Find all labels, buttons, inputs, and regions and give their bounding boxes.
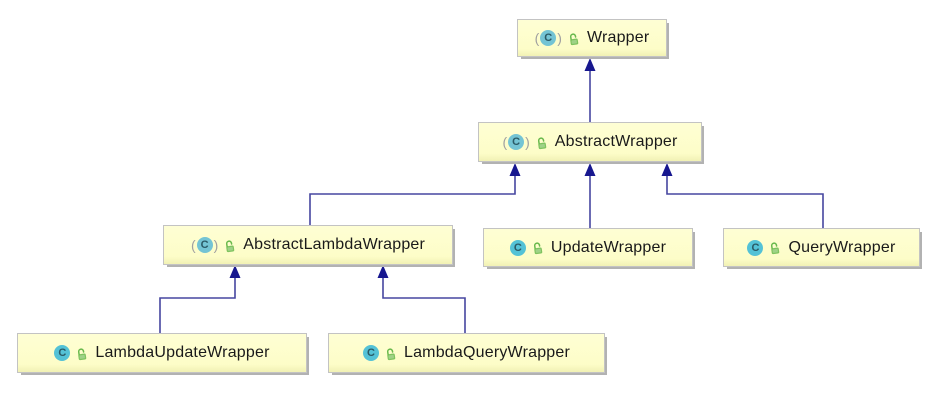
class-icon: C — [509, 239, 526, 256]
inheritance-edge-abstract-wrapper-to-wrapper — [584, 58, 596, 122]
abstract-paren-left: ( — [190, 237, 196, 253]
class-name-label: AbstractLambdaWrapper — [243, 236, 426, 253]
class-icon: C — [747, 239, 764, 256]
inheritance-arrowhead — [584, 163, 596, 176]
class-node-abstract-wrapper[interactable]: (C) AbstractWrapper — [478, 122, 702, 162]
abstract-class-icon: (C) — [191, 237, 218, 253]
inheritance-edge-lambda-update-wrapper-to-abstract-lambda-wrapper — [159, 265, 241, 333]
class-letter: C — [362, 345, 379, 361]
class-node-abstract-lambda-wrapper[interactable]: (C) AbstractLambdaWrapper — [163, 225, 453, 265]
unlock-icon — [537, 136, 547, 149]
unlock-icon — [78, 347, 87, 360]
class-icon: C — [54, 345, 71, 361]
inheritance-edge-update-wrapper-to-abstract-wrapper — [584, 163, 596, 228]
abstract-paren-right: ) — [213, 237, 219, 253]
unlock-icon — [569, 32, 579, 45]
abstract-paren-right: ) — [525, 134, 530, 150]
unlock-icon — [226, 239, 235, 252]
abstract-paren-left: ( — [534, 30, 540, 46]
abstract-paren-left: ( — [502, 134, 508, 150]
class-node-update-wrapper[interactable]: C UpdateWrapper — [483, 228, 693, 267]
class-letter: C — [508, 134, 525, 150]
inheritance-arrowhead — [661, 163, 673, 176]
class-node-lambda-update-wrapper[interactable]: C LambdaUpdateWrapper — [17, 333, 307, 373]
abstract-class-icon: (C) — [535, 30, 562, 46]
inheritance-arrowhead — [377, 265, 389, 278]
class-letter: C — [54, 345, 71, 361]
inheritance-arrowhead — [584, 58, 596, 71]
class-node-lambda-query-wrapper[interactable]: C LambdaQueryWrapper — [328, 333, 605, 373]
class-icon: C — [362, 345, 379, 361]
abstract-paren-right: ) — [557, 30, 562, 46]
inheritance-edge-query-wrapper-to-abstract-wrapper — [661, 163, 824, 228]
inheritance-edge-abstract-lambda-wrapper-to-abstract-wrapper — [309, 163, 521, 225]
inheritance-arrowhead — [509, 163, 521, 176]
class-letter: C — [196, 237, 213, 253]
class-node-query-wrapper[interactable]: C QueryWrapper — [723, 228, 920, 267]
unlock-icon — [533, 242, 543, 255]
abstract-class-icon: (C) — [502, 134, 530, 150]
class-name-label: QueryWrapper — [788, 238, 896, 256]
class-letter: C — [747, 239, 764, 256]
inheritance-edge-lambda-query-wrapper-to-abstract-lambda-wrapper — [377, 265, 466, 333]
class-name-label: AbstractWrapper — [554, 133, 678, 150]
class-letter: C — [509, 239, 526, 256]
class-node-wrapper[interactable]: (C) Wrapper — [517, 19, 667, 57]
class-name-label: LambdaQueryWrapper — [403, 344, 571, 361]
class-name-label: Wrapper — [586, 29, 650, 46]
class-name-label: UpdateWrapper — [550, 238, 667, 256]
class-name-label: LambdaUpdateWrapper — [95, 344, 270, 361]
inheritance-arrowhead — [229, 265, 241, 278]
class-letter: C — [540, 30, 557, 46]
unlock-icon — [771, 242, 780, 255]
unlock-icon — [386, 347, 396, 360]
